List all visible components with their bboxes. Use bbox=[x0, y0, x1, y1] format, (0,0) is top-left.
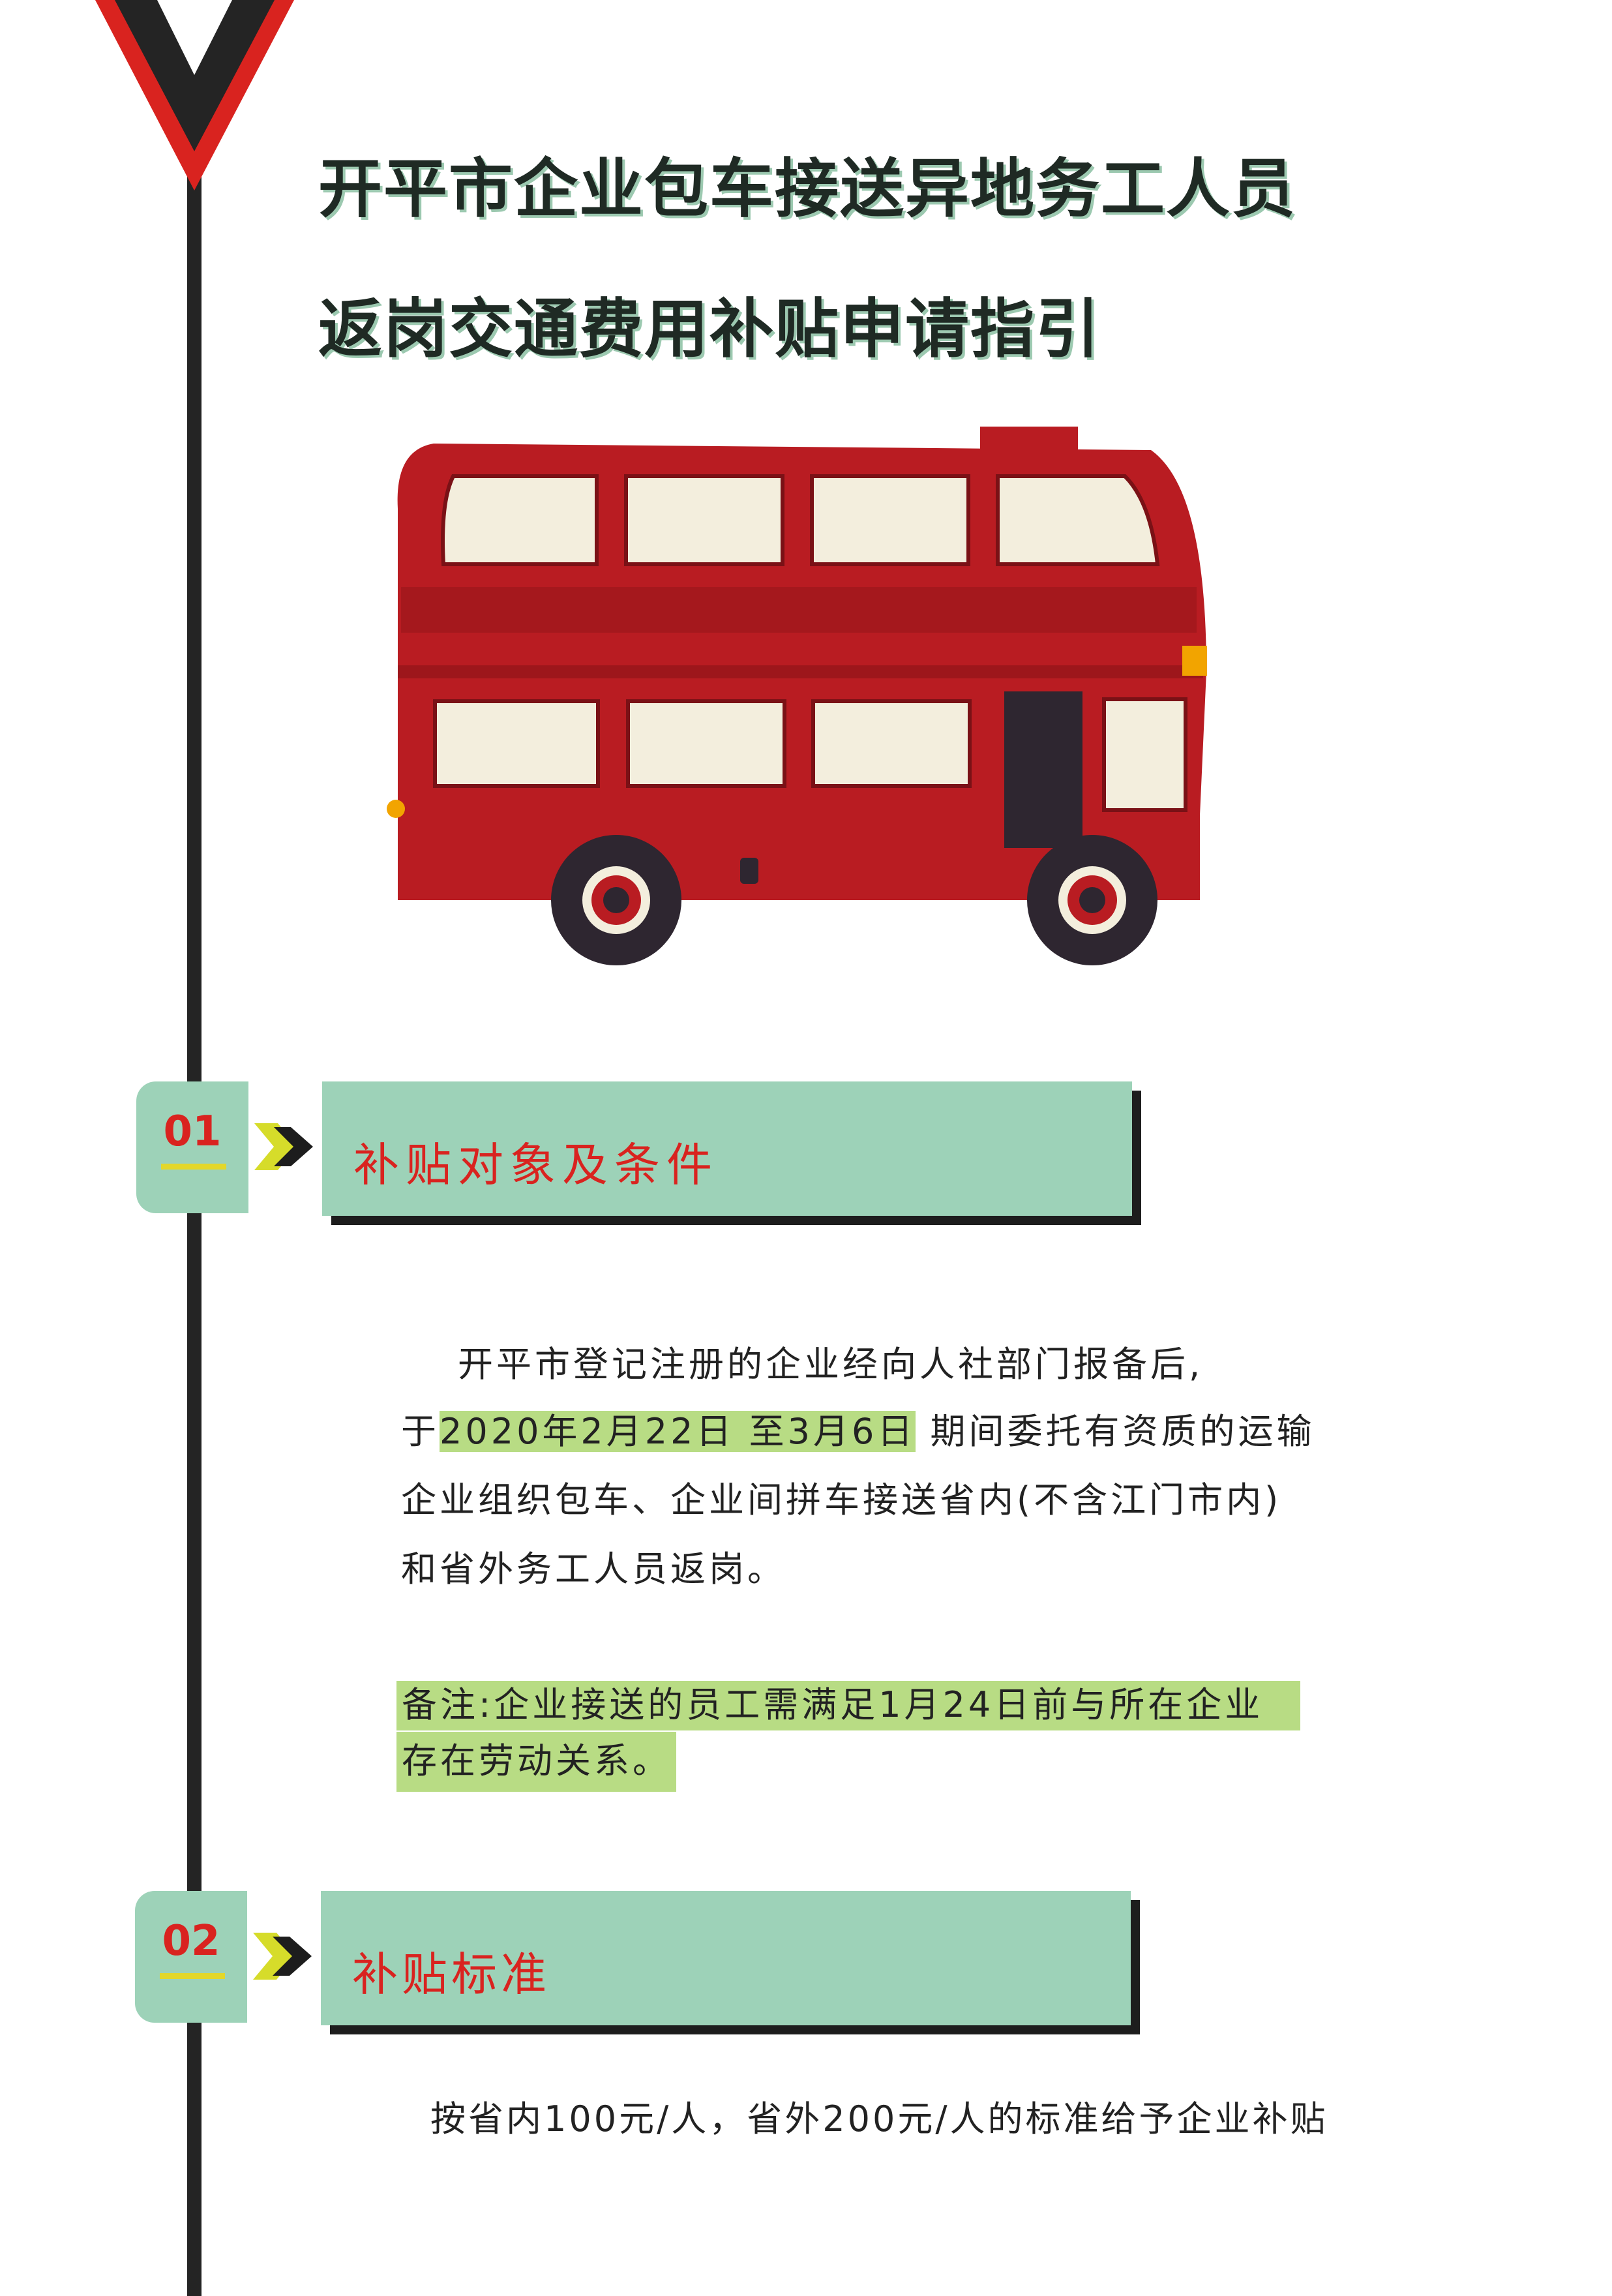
section-number: 02 bbox=[162, 1917, 220, 1965]
text: 期间委托有资质的运输 bbox=[930, 1411, 1315, 1452]
paragraph-line: 开平市登记注册的企业经向人社部门报备后, bbox=[458, 1344, 1204, 1385]
section-header-01: 补贴对象及条件 bbox=[322, 1081, 1132, 1216]
section-number-badge-01: 01 bbox=[136, 1081, 248, 1213]
page-title-line2: 返岗交通费用补贴申请指引 bbox=[318, 292, 1101, 367]
double-chevron-right-icon bbox=[253, 1933, 312, 1980]
section-number-badge-02: 02 bbox=[135, 1891, 247, 2023]
paragraph-line: 于2020年2月22日 至3月6日 期间委托有资质的运输 bbox=[401, 1411, 1315, 1452]
note-line: 存在劳动关系。 bbox=[396, 1732, 676, 1792]
page-title-line1: 开平市企业包车接送异地务工人员 bbox=[318, 152, 1297, 226]
paragraph-line: 企业组织包车、企业间拼车接送省内(不含江门市内) bbox=[401, 1479, 1282, 1520]
date-highlight: 2020年2月22日 至3月6日 bbox=[440, 1411, 916, 1452]
paragraph-line: 按省内100元/人，省外200元/人的标准给予企业补贴 bbox=[430, 2098, 1328, 2139]
number-underline bbox=[160, 1973, 225, 1979]
section-header-02: 补贴标准 bbox=[321, 1891, 1131, 2025]
number-underline bbox=[161, 1164, 226, 1170]
double-chevron-right-icon bbox=[254, 1123, 313, 1170]
section-heading: 补贴对象及条件 bbox=[353, 1138, 719, 1192]
v-logo-icon bbox=[95, 0, 294, 190]
double-decker-bus-illustration bbox=[387, 427, 1207, 965]
section-number: 01 bbox=[163, 1108, 222, 1156]
paragraph-line: 和省外务工人员返岗。 bbox=[401, 1548, 786, 1590]
section-heading: 补贴标准 bbox=[352, 1948, 550, 2001]
text: 于 bbox=[401, 1411, 440, 1452]
note-line: 备注:企业接送的员工需满足1月24日前与所在企业 bbox=[396, 1681, 1300, 1730]
